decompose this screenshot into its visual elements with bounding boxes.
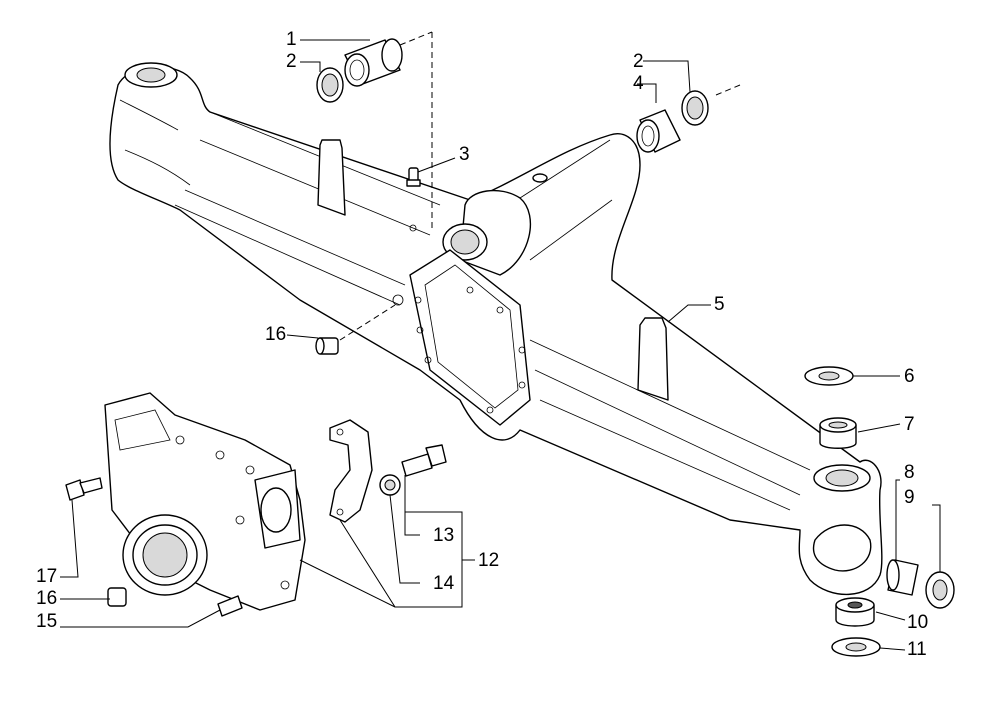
axle-beam (109, 62, 883, 596)
callouts: 1 2 3 2 4 5 6 7 8 9 10 11 12 13 14 15 16… (36, 29, 928, 660)
callout-10: 10 (907, 612, 928, 633)
callout-11: 11 (907, 639, 927, 660)
part-9-ring (925, 571, 955, 609)
part-6-washer (804, 366, 854, 386)
part-1-bushing (344, 38, 403, 87)
callout-16-upper: 16 (265, 324, 286, 345)
callout-9: 9 (904, 487, 915, 508)
part-16-plug-upper (315, 337, 339, 355)
callout-14: 14 (433, 573, 455, 594)
callout-1: 1 (286, 29, 297, 50)
callout-16-lower: 16 (36, 588, 57, 609)
part-4-bushing (636, 109, 681, 153)
part-15-pin (217, 595, 243, 617)
callout-2-right: 2 (633, 51, 644, 72)
part-8-bushing (886, 559, 919, 596)
part-13-bolt (401, 444, 447, 477)
part-3-grease-fitting (406, 167, 421, 187)
part-11-washer (831, 637, 881, 657)
callout-7: 7 (904, 414, 915, 435)
callout-5: 5 (714, 294, 725, 315)
part-16-plug-lower (107, 587, 127, 607)
part-2-ring-left (316, 67, 344, 103)
callout-8: 8 (904, 462, 915, 483)
callout-2-left: 2 (286, 51, 297, 72)
part-17-bolt (65, 477, 103, 501)
part-2-ring-right (681, 90, 709, 126)
part-14-sleeve (379, 474, 401, 496)
hub-housing (104, 392, 306, 611)
callout-12: 12 (478, 550, 499, 571)
callout-6: 6 (904, 366, 915, 387)
part-12-clamp (329, 419, 373, 523)
callout-17: 17 (36, 566, 57, 587)
part-7-bushing (819, 417, 857, 449)
leader-lines (60, 31, 941, 651)
callout-15: 15 (36, 611, 57, 632)
callout-4: 4 (633, 73, 644, 94)
callout-13: 13 (433, 525, 454, 546)
part-10-bushing (835, 597, 875, 627)
callout-3: 3 (459, 144, 470, 165)
